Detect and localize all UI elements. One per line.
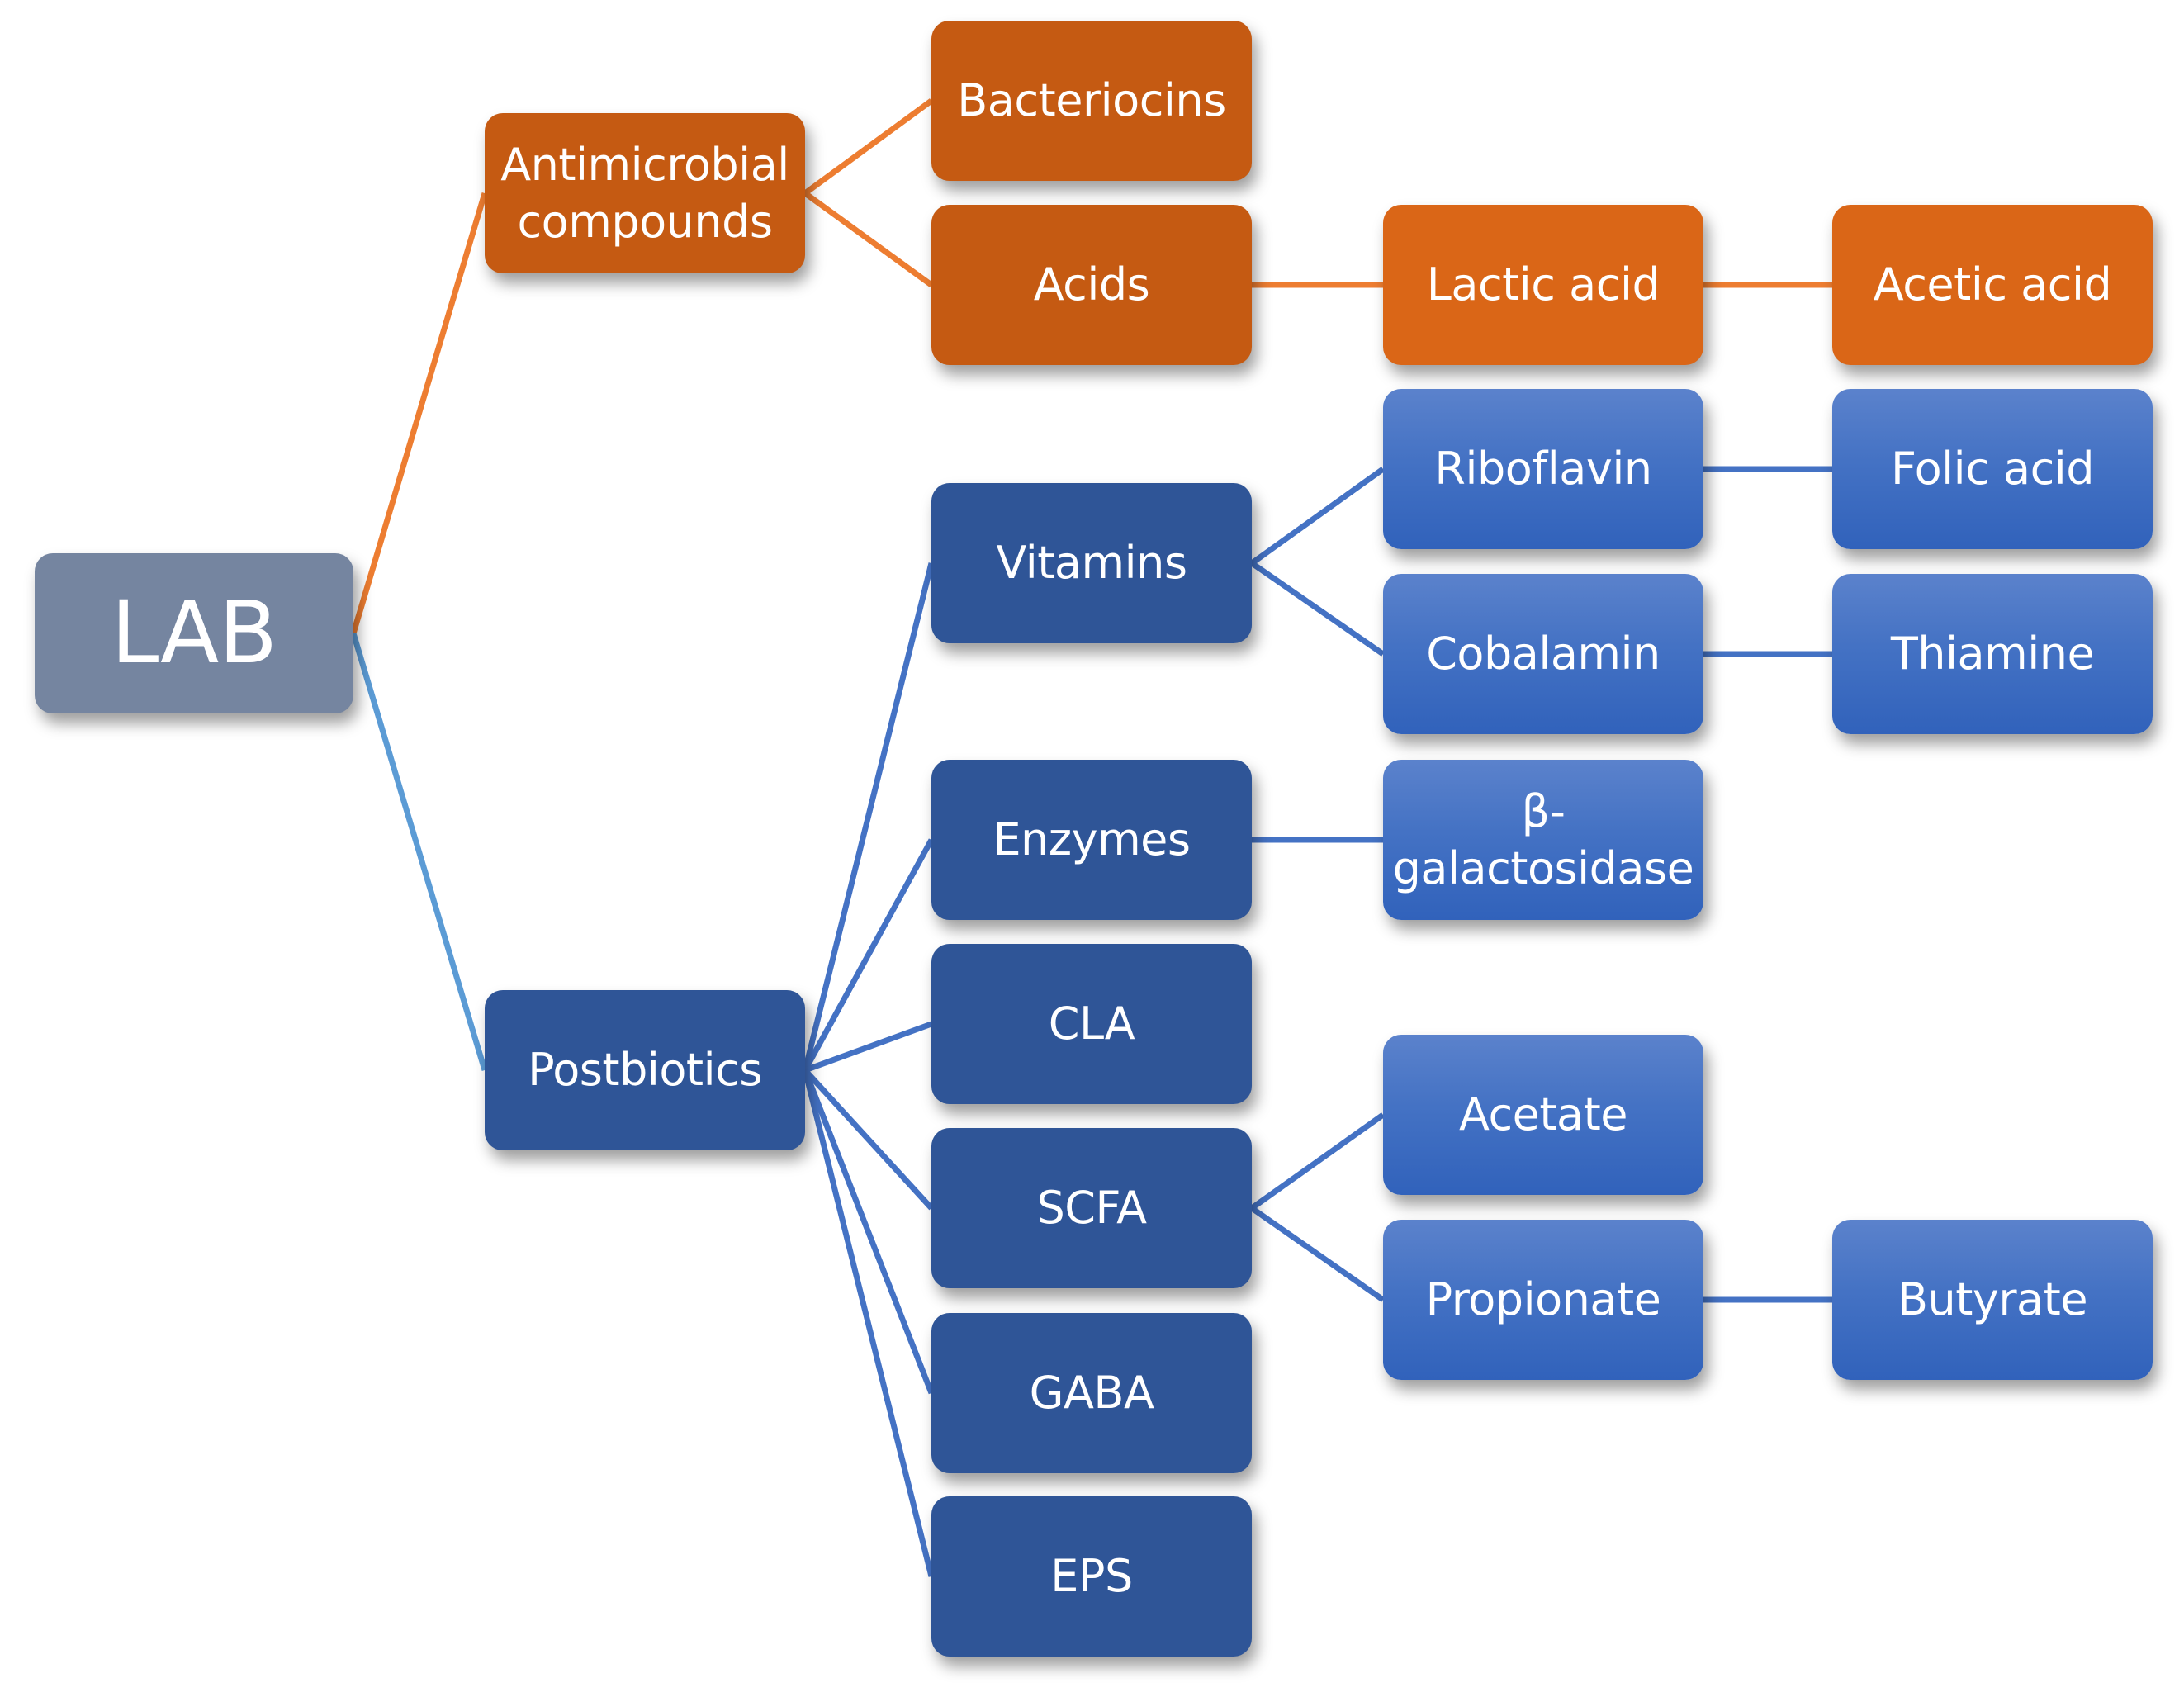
node-beta-galactosidase: β- galactosidase <box>1383 760 1703 920</box>
node-butyrate: Butyrate <box>1832 1220 2153 1380</box>
node-antimicrobial-compounds: Antimicrobial compounds <box>485 113 805 273</box>
connector-scfa-to-acetate <box>1249 1112 1386 1211</box>
node-lactic-acid: Lactic acid <box>1383 205 1703 365</box>
connector-postbiotics-to-gaba <box>802 1069 935 1395</box>
connector-lab-to-antimicrobial <box>350 192 488 635</box>
node-folic-acid: Folic acid <box>1832 389 2153 549</box>
node-label: Cobalamin <box>1426 628 1661 680</box>
connector-postbiotics-to-enzymes <box>802 838 935 1072</box>
node-label: Enzymes <box>993 813 1191 866</box>
node-label: Vitamins <box>996 537 1187 590</box>
node-label: Bacteriocins <box>957 74 1226 127</box>
node-thiamine: Thiamine <box>1832 574 2153 734</box>
node-label: EPS <box>1050 1550 1133 1603</box>
node-label: Acetate <box>1458 1088 1628 1141</box>
node-enzymes: Enzymes <box>931 760 1252 920</box>
node-label: Thiamine <box>1890 628 2095 680</box>
node-acids: Acids <box>931 205 1252 365</box>
connector-lab-to-postbiotics <box>350 632 488 1072</box>
node-label-line-2: compounds <box>517 196 773 248</box>
node-eps: EPS <box>931 1496 1252 1657</box>
node-cla: CLA <box>931 944 1252 1104</box>
connector-postbiotics-to-eps <box>802 1069 935 1577</box>
node-label: Lactic acid <box>1426 258 1661 311</box>
connector-vitamins-to-cobalamin <box>1250 561 1385 657</box>
connector-antimicrobial-to-bacteriocins <box>803 98 934 196</box>
node-riboflavin: Riboflavin <box>1383 389 1703 549</box>
node-scfa: SCFA <box>931 1128 1252 1288</box>
node-gaba: GABA <box>931 1313 1252 1473</box>
node-vitamins: Vitamins <box>931 483 1252 643</box>
node-bacteriocins: Bacteriocins <box>931 21 1252 181</box>
node-label: Folic acid <box>1890 443 2095 495</box>
connector-postbiotics-to-scfa <box>803 1068 934 1211</box>
node-label: Acids <box>1033 258 1150 311</box>
node-label: Riboflavin <box>1434 443 1652 495</box>
node-postbiotics: Postbiotics <box>485 990 805 1150</box>
node-cobalamin: Cobalamin <box>1383 574 1703 734</box>
node-label: CLA <box>1048 998 1135 1050</box>
node-acetic-acid: Acetic acid <box>1832 205 2153 365</box>
connector-vitamins-to-riboflavin <box>1249 467 1386 566</box>
node-propionate: Propionate <box>1383 1220 1703 1380</box>
node-label: Propionate <box>1425 1273 1661 1326</box>
node-label: Postbiotics <box>528 1044 762 1097</box>
node-label-line-2: galactosidase <box>1392 842 1694 894</box>
node-label: SCFA <box>1036 1182 1147 1235</box>
node-label: Butyrate <box>1897 1273 2088 1326</box>
node-label-line-1: β- <box>1521 785 1566 837</box>
node-label: Acetic acid <box>1873 258 2112 311</box>
connector-postbiotics-to-cla <box>803 1021 933 1074</box>
connector-antimicrobial-to-acids <box>803 191 934 287</box>
node-label: GABA <box>1029 1367 1154 1420</box>
connector-scfa-to-propionate <box>1249 1206 1386 1302</box>
node-lab: LAB <box>35 553 353 713</box>
connector-postbiotics-to-vitamins <box>802 562 935 1071</box>
node-label-line-1: Antimicrobial <box>500 138 789 191</box>
node-acetate: Acetate <box>1383 1035 1703 1195</box>
node-label: LAB <box>111 582 277 684</box>
